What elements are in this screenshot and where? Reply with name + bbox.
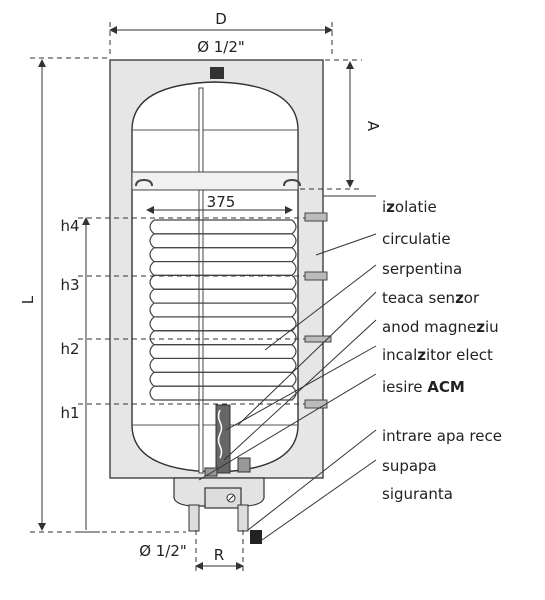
dimension-lines xyxy=(30,22,362,573)
sensor-sleeve xyxy=(237,457,251,473)
inlet-pipe-right xyxy=(237,504,249,532)
top-pipe-label: Ø 1/2" xyxy=(197,38,245,56)
l-label: L xyxy=(19,295,37,304)
valve-body xyxy=(204,487,242,509)
bracket-hook-left xyxy=(135,178,153,187)
inlet-pipe-left xyxy=(188,504,200,532)
callout-label: incalzitor elect xyxy=(382,346,493,364)
callout-label: siguranta xyxy=(382,485,453,503)
support-bracket xyxy=(131,171,299,191)
callout-label: intrare apa rece xyxy=(382,427,502,445)
callout-label: anod magneziu xyxy=(382,318,499,336)
heat-exchanger-coil xyxy=(149,219,297,401)
bottom-pipe-label: Ø 1/2" xyxy=(139,542,187,560)
safety-valve xyxy=(250,530,262,544)
width-label: D xyxy=(215,10,227,28)
coil-loop xyxy=(149,385,297,401)
h1-label: h1 xyxy=(60,404,79,422)
callout-leaders xyxy=(198,195,377,541)
callout-labels: izolatie circulatie serpentina teaca senzor… xyxy=(382,198,502,503)
side-connections xyxy=(304,212,332,409)
callout-label: supapa xyxy=(382,457,437,475)
callout-label: serpentina xyxy=(382,260,462,278)
tank-shell xyxy=(131,81,299,473)
top-outlet-pipe xyxy=(210,67,224,79)
bracket-hook-right xyxy=(283,178,301,187)
callout-label: teaca senzor xyxy=(382,289,480,307)
r-label: R xyxy=(214,546,224,564)
coil-width-label: 375 xyxy=(207,193,236,211)
h4-label: h4 xyxy=(60,217,79,235)
h3-label: h3 xyxy=(60,276,79,294)
callout-label: izolatie xyxy=(382,198,437,216)
hot-water-outlet-tube xyxy=(198,87,204,474)
electric-heater-element xyxy=(217,409,223,459)
heater-base xyxy=(204,467,218,477)
a-label: A xyxy=(364,121,382,132)
callout-label: circulatie xyxy=(382,230,451,248)
callout-label: iesire ACM xyxy=(382,378,465,396)
h2-label: h2 xyxy=(60,340,79,358)
